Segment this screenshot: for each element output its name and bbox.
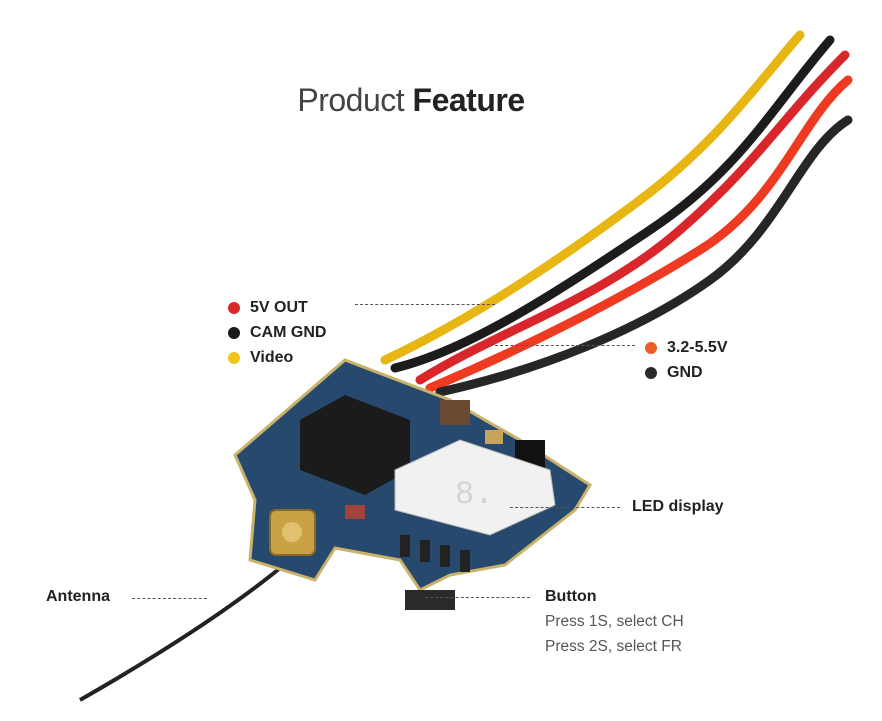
dark-dot-icon — [645, 367, 657, 379]
title-light: Product — [297, 82, 405, 118]
leader-led-display — [510, 507, 620, 508]
leader-power — [490, 345, 635, 346]
button-line-1: Press 1S, select CH — [545, 613, 684, 630]
pcb-board: 8. — [233, 358, 593, 610]
label-5v-out: 5V OUT — [228, 299, 308, 317]
label-video: Video — [228, 349, 293, 367]
title-bold: Feature — [412, 82, 526, 118]
label-antenna: Antenna — [46, 588, 110, 605]
yellow-dot-icon — [228, 352, 240, 364]
red-dot-icon — [228, 302, 240, 314]
leader-5v-out — [355, 304, 495, 305]
leader-button — [425, 597, 530, 598]
svg-text:8.: 8. — [455, 476, 493, 513]
antenna-cable — [79, 558, 292, 702]
wire-bundle — [380, 30, 853, 397]
label-power: 3.2-5.5V — [645, 339, 727, 357]
label-cam-gnd: CAM GND — [228, 324, 326, 342]
button-line-2: Press 2S, select FR — [545, 638, 682, 655]
leader-antenna — [132, 598, 207, 599]
label-gnd: GND — [645, 364, 703, 382]
label-button: Button — [545, 588, 597, 605]
page-title: Product Feature — [0, 82, 822, 119]
orange-dot-icon — [645, 342, 657, 354]
label-led-display: LED display — [632, 498, 724, 515]
black-dot-icon — [228, 327, 240, 339]
